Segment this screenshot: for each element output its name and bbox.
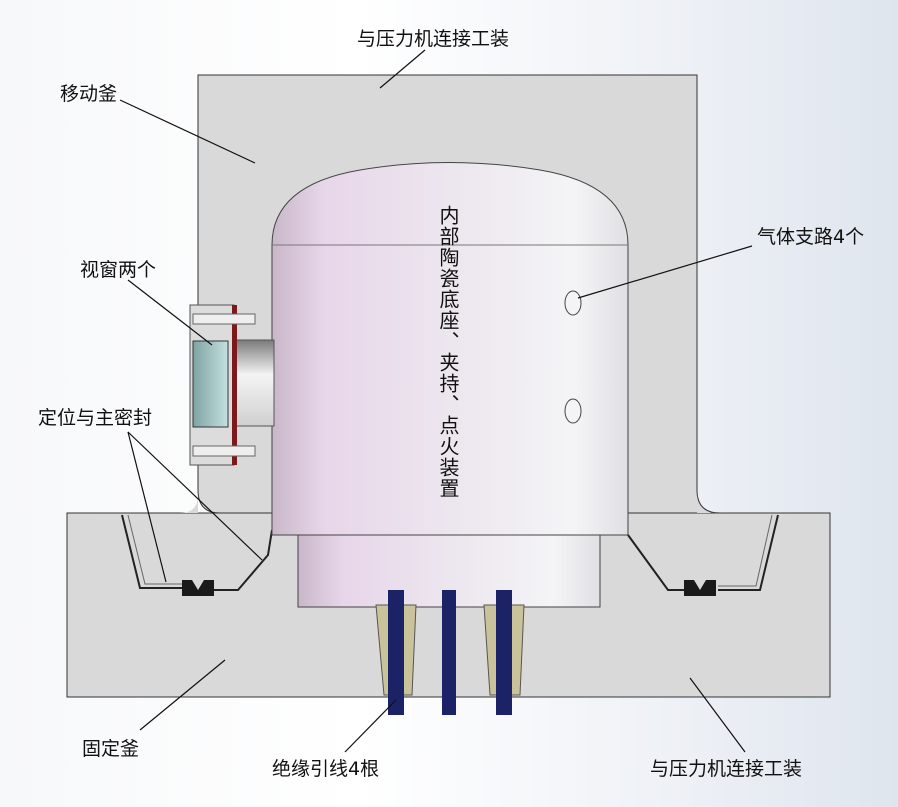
label-gas-branches: 气体支路4个 bbox=[757, 226, 865, 248]
leader-lines bbox=[119, 49, 753, 753]
label-windows: 视窗两个 bbox=[80, 259, 157, 281]
right-seal-groove bbox=[627, 514, 779, 591]
inner-chamber bbox=[271, 162, 629, 536]
label-moving-vessel: 移动釜 bbox=[60, 83, 118, 105]
label-inner-assembly: 内部陶瓷底座、夹持、点火装置 bbox=[436, 205, 460, 499]
label-press-fixture-top: 与压力机连接工装 bbox=[357, 28, 510, 50]
gas-port bbox=[564, 290, 582, 316]
label-positioning-seal: 定位与主密封 bbox=[38, 407, 153, 429]
label-insulated-leads: 绝缘引线4根 bbox=[272, 758, 380, 780]
gas-port bbox=[564, 398, 582, 424]
left-seal-groove bbox=[121, 514, 273, 591]
left-seal bbox=[182, 580, 214, 596]
window-glass bbox=[192, 340, 229, 428]
label-press-fixture-bottom: 与压力机连接工装 bbox=[650, 758, 803, 780]
insulated-leads bbox=[375, 590, 525, 715]
right-seal bbox=[684, 580, 716, 596]
label-fixed-vessel: 固定釜 bbox=[82, 738, 140, 760]
window-tube bbox=[231, 339, 275, 427]
